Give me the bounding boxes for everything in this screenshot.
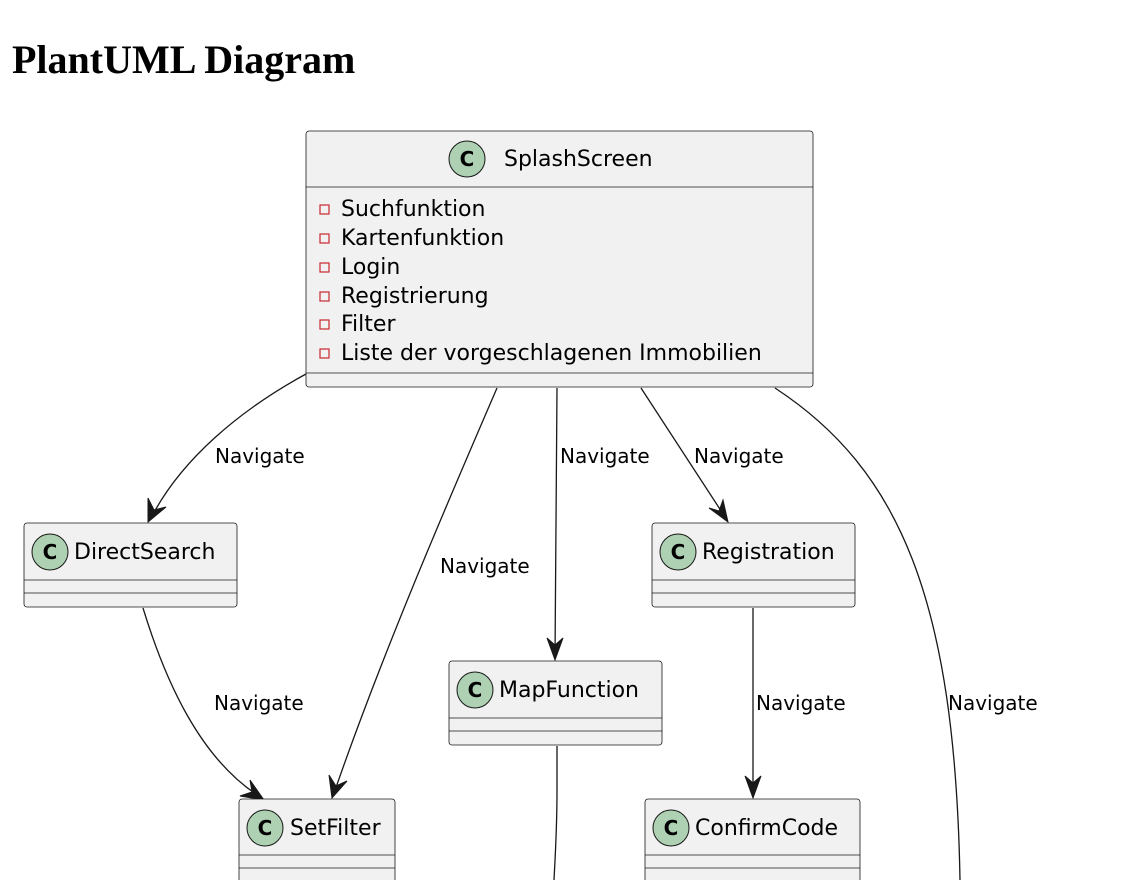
svg-text:Kartenfunktion: Kartenfunktion — [341, 226, 504, 251]
svg-text:Login: Login — [341, 255, 400, 280]
svg-text:C: C — [468, 678, 483, 702]
svg-text:C: C — [664, 816, 679, 840]
class-badge-icon: C — [652, 809, 690, 847]
edge-label: Navigate — [560, 444, 650, 468]
edge-mapfunction-continuation — [553, 746, 558, 880]
svg-text:C: C — [671, 540, 686, 564]
attribute-item: Liste der vorgeschlagenen Immobilien — [319, 341, 762, 366]
private-attribute-icon — [319, 319, 330, 330]
private-attribute-icon — [319, 348, 330, 359]
class-name: ConfirmCode — [695, 816, 838, 841]
svg-text:Filter: Filter — [341, 312, 396, 337]
attribute-item: Kartenfunktion — [319, 226, 504, 251]
private-attribute-icon — [319, 262, 330, 273]
attribute-item: Login — [319, 255, 400, 280]
class-badge-icon: C — [456, 671, 494, 709]
edge-splash-to-directsearch: Navigate — [147, 373, 307, 524]
svg-text:Suchfunktion: Suchfunktion — [341, 197, 485, 222]
edge-label: Navigate — [214, 691, 304, 715]
private-attribute-icon — [319, 233, 330, 244]
class-badge-icon: C — [448, 140, 486, 178]
edge-splash-to-mapfunction: Navigate — [546, 387, 650, 662]
class-name: SplashScreen — [504, 147, 653, 172]
edge-registration-to-confirmcode: Navigate — [744, 608, 846, 800]
edge-splash-to-registration: Navigate — [640, 387, 784, 524]
svg-text:C: C — [258, 816, 273, 840]
edge-label: Navigate — [440, 554, 530, 578]
svg-text:Liste der vorgeschlagenen Immo: Liste der vorgeschlagenen Immobilien — [341, 341, 762, 366]
edge-label: Navigate — [948, 691, 1038, 715]
class-name: Registration — [702, 540, 835, 565]
edge-directsearch-to-setfilter: Navigate — [142, 607, 304, 801]
attribute-item: Registrierung — [319, 284, 489, 309]
class-splashscreen: C SplashScreen Suchfunktion Kartenfunkti… — [305, 130, 814, 388]
class-badge-icon: C — [659, 533, 697, 571]
class-badge-icon: C — [31, 533, 69, 571]
class-name: MapFunction — [499, 678, 639, 703]
edge-label: Navigate — [215, 444, 305, 468]
class-registration: C Registration — [651, 522, 856, 608]
edge-splash-to-offscreen: Navigate — [774, 387, 1038, 880]
class-confirmcode: C ConfirmCode — [644, 798, 861, 880]
class-directsearch: C DirectSearch — [23, 522, 238, 608]
edge-splash-to-setfilter: Navigate — [328, 387, 530, 800]
attribute-item: Filter — [319, 312, 396, 337]
svg-text:Registrierung: Registrierung — [341, 284, 489, 309]
class-badge-icon: C — [246, 809, 284, 847]
class-name: SetFilter — [290, 816, 382, 841]
edge-label: Navigate — [756, 691, 846, 715]
svg-text:C: C — [460, 147, 475, 171]
attribute-item: Suchfunktion — [319, 197, 485, 222]
private-attribute-icon — [319, 291, 330, 302]
svg-text:C: C — [43, 540, 58, 564]
page-title: PlantUML Diagram — [12, 37, 356, 82]
edge-label: Navigate — [694, 444, 784, 468]
private-attribute-icon — [319, 204, 330, 215]
class-setfilter: C SetFilter — [238, 798, 396, 880]
class-name: DirectSearch — [74, 540, 215, 565]
class-mapfunction: C MapFunction — [448, 660, 663, 746]
